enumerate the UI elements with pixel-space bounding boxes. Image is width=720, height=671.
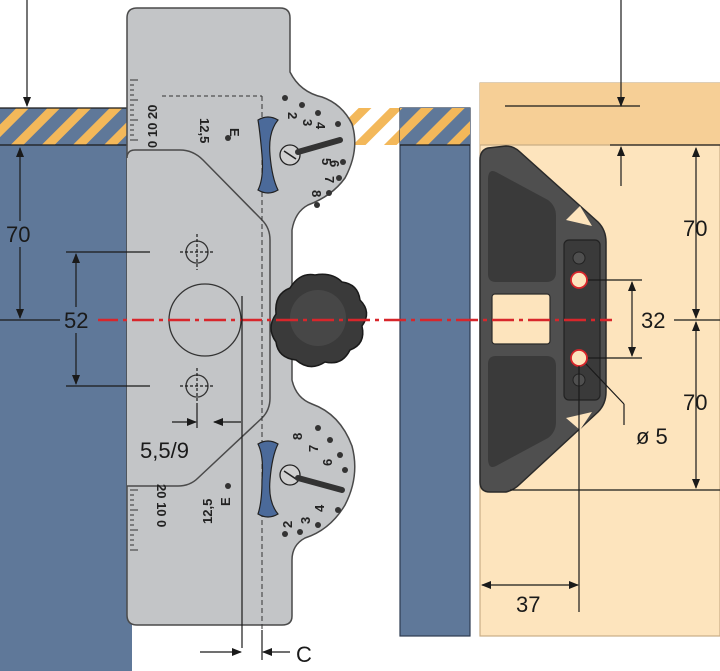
bracket-top-triangle [566, 206, 592, 226]
top-dial-dots [225, 95, 346, 208]
top-dial-label-5: 5 [319, 158, 334, 165]
bracket-hole-2 [570, 271, 588, 289]
top-dial-label-2: 2 [285, 112, 300, 119]
bottom-ruler [130, 489, 138, 551]
middle-panel-body [399, 107, 471, 637]
top-dial-pointer [295, 137, 343, 155]
top-dial-label-3: 3 [300, 119, 315, 126]
dim-32: 32 [641, 308, 665, 333]
top-dial-label-8: 8 [309, 190, 324, 197]
middle-panel [399, 107, 471, 637]
bracket-hole-3 [570, 349, 588, 367]
top-dial-label-e: E [227, 128, 242, 137]
top-ruler [130, 79, 138, 141]
top-dial-label-6: 6 [327, 160, 342, 167]
top-dial-label-7: 7 [322, 176, 337, 183]
dim-70-right-bottom: 70 [683, 390, 707, 415]
bottom-dial: 8 7 6 4 3 2 E 12,5 [200, 425, 348, 537]
bottom-dial-label-12-5: 12,5 [200, 499, 215, 524]
bottom-dial-label-e: E [218, 497, 233, 506]
bottom-dial-label-2: 2 [280, 521, 295, 528]
top-dial-label-4: 4 [313, 122, 328, 130]
bracket-lower-recess [488, 356, 556, 467]
top-dial-label-12-5: 12,5 [197, 118, 212, 143]
dim-37: 37 [516, 592, 540, 617]
bracket-upper-recess [488, 171, 556, 282]
bottom-dial-label-4: 4 [312, 504, 327, 512]
drilling-template: 0 10 20 20 10 0 [126, 7, 356, 630]
dim-70-right-top: 70 [683, 216, 707, 241]
wood-board-top-edge [480, 83, 720, 145]
bottom-ruler-scale: 20 10 0 [154, 484, 169, 527]
bracket-hole-1 [572, 251, 586, 265]
bottom-dial-pointer [295, 475, 345, 493]
top-dial: E 12,5 2 3 4 5 6 7 8 [197, 95, 346, 208]
dim-C: C [296, 642, 312, 667]
dim-70-left: 70 [6, 222, 30, 247]
dim-52: 52 [64, 308, 88, 333]
bottom-dial-slot [257, 440, 279, 518]
bottom-dial-dots [225, 425, 348, 537]
bottom-dial-label-6: 6 [320, 459, 335, 466]
middle-panel-hatched-edge [400, 108, 470, 145]
dim-5-5-9: 5,5/9 [140, 438, 189, 463]
bottom-dial-label-8: 8 [290, 433, 305, 440]
left-panel-hatched-edge [0, 108, 132, 145]
bottom-dial-label-3: 3 [298, 517, 313, 524]
top-ruler-scale: 0 10 20 [145, 105, 160, 148]
dim-diameter-5: ø 5 [636, 424, 668, 449]
bottom-dial-label-7: 7 [306, 445, 321, 452]
top-dial-slot [257, 116, 279, 194]
